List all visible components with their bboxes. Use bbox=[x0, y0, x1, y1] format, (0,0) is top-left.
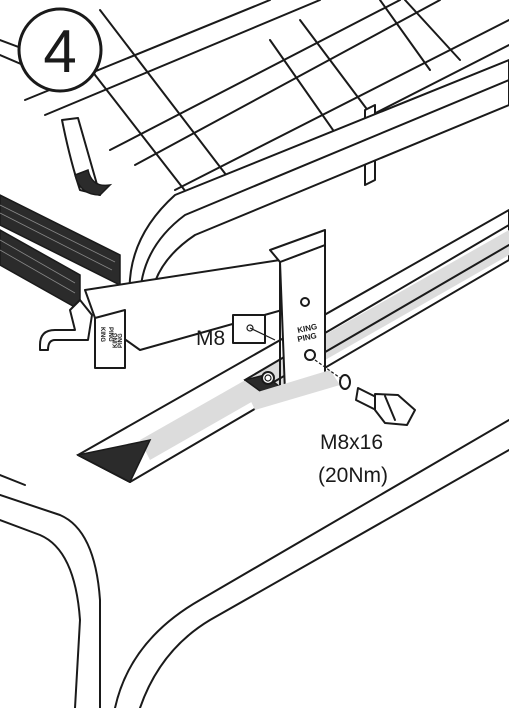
bolt-size-label: M8x16 bbox=[320, 431, 383, 454]
mounting-foot: KING PING bbox=[243, 229, 340, 410]
mount-hole-top bbox=[300, 297, 310, 307]
square-tube: KING PING KING PING bbox=[39, 254, 301, 369]
mount-hole-bottom bbox=[304, 349, 316, 361]
washer bbox=[339, 374, 351, 390]
endcap-text-4: PING bbox=[118, 333, 124, 348]
mount-brand-line1: KING bbox=[297, 322, 318, 335]
tube-end-cap: KING PING KING PING bbox=[99, 327, 124, 348]
bolt-assembly: M8x16 (20Nm) bbox=[314, 359, 416, 487]
step-number: 4 bbox=[43, 18, 76, 85]
torque-label: (20Nm) bbox=[318, 464, 388, 487]
mount-brand-line2: PING bbox=[297, 331, 318, 344]
endcap-text-2: PING bbox=[107, 327, 113, 342]
endcap-text-3: KING bbox=[113, 333, 119, 348]
nut-callout: M8 bbox=[196, 314, 276, 350]
nut-size-label: M8 bbox=[196, 327, 225, 350]
step-badge: 4 bbox=[17, 7, 103, 93]
endcap-text-1: KING bbox=[99, 327, 105, 342]
